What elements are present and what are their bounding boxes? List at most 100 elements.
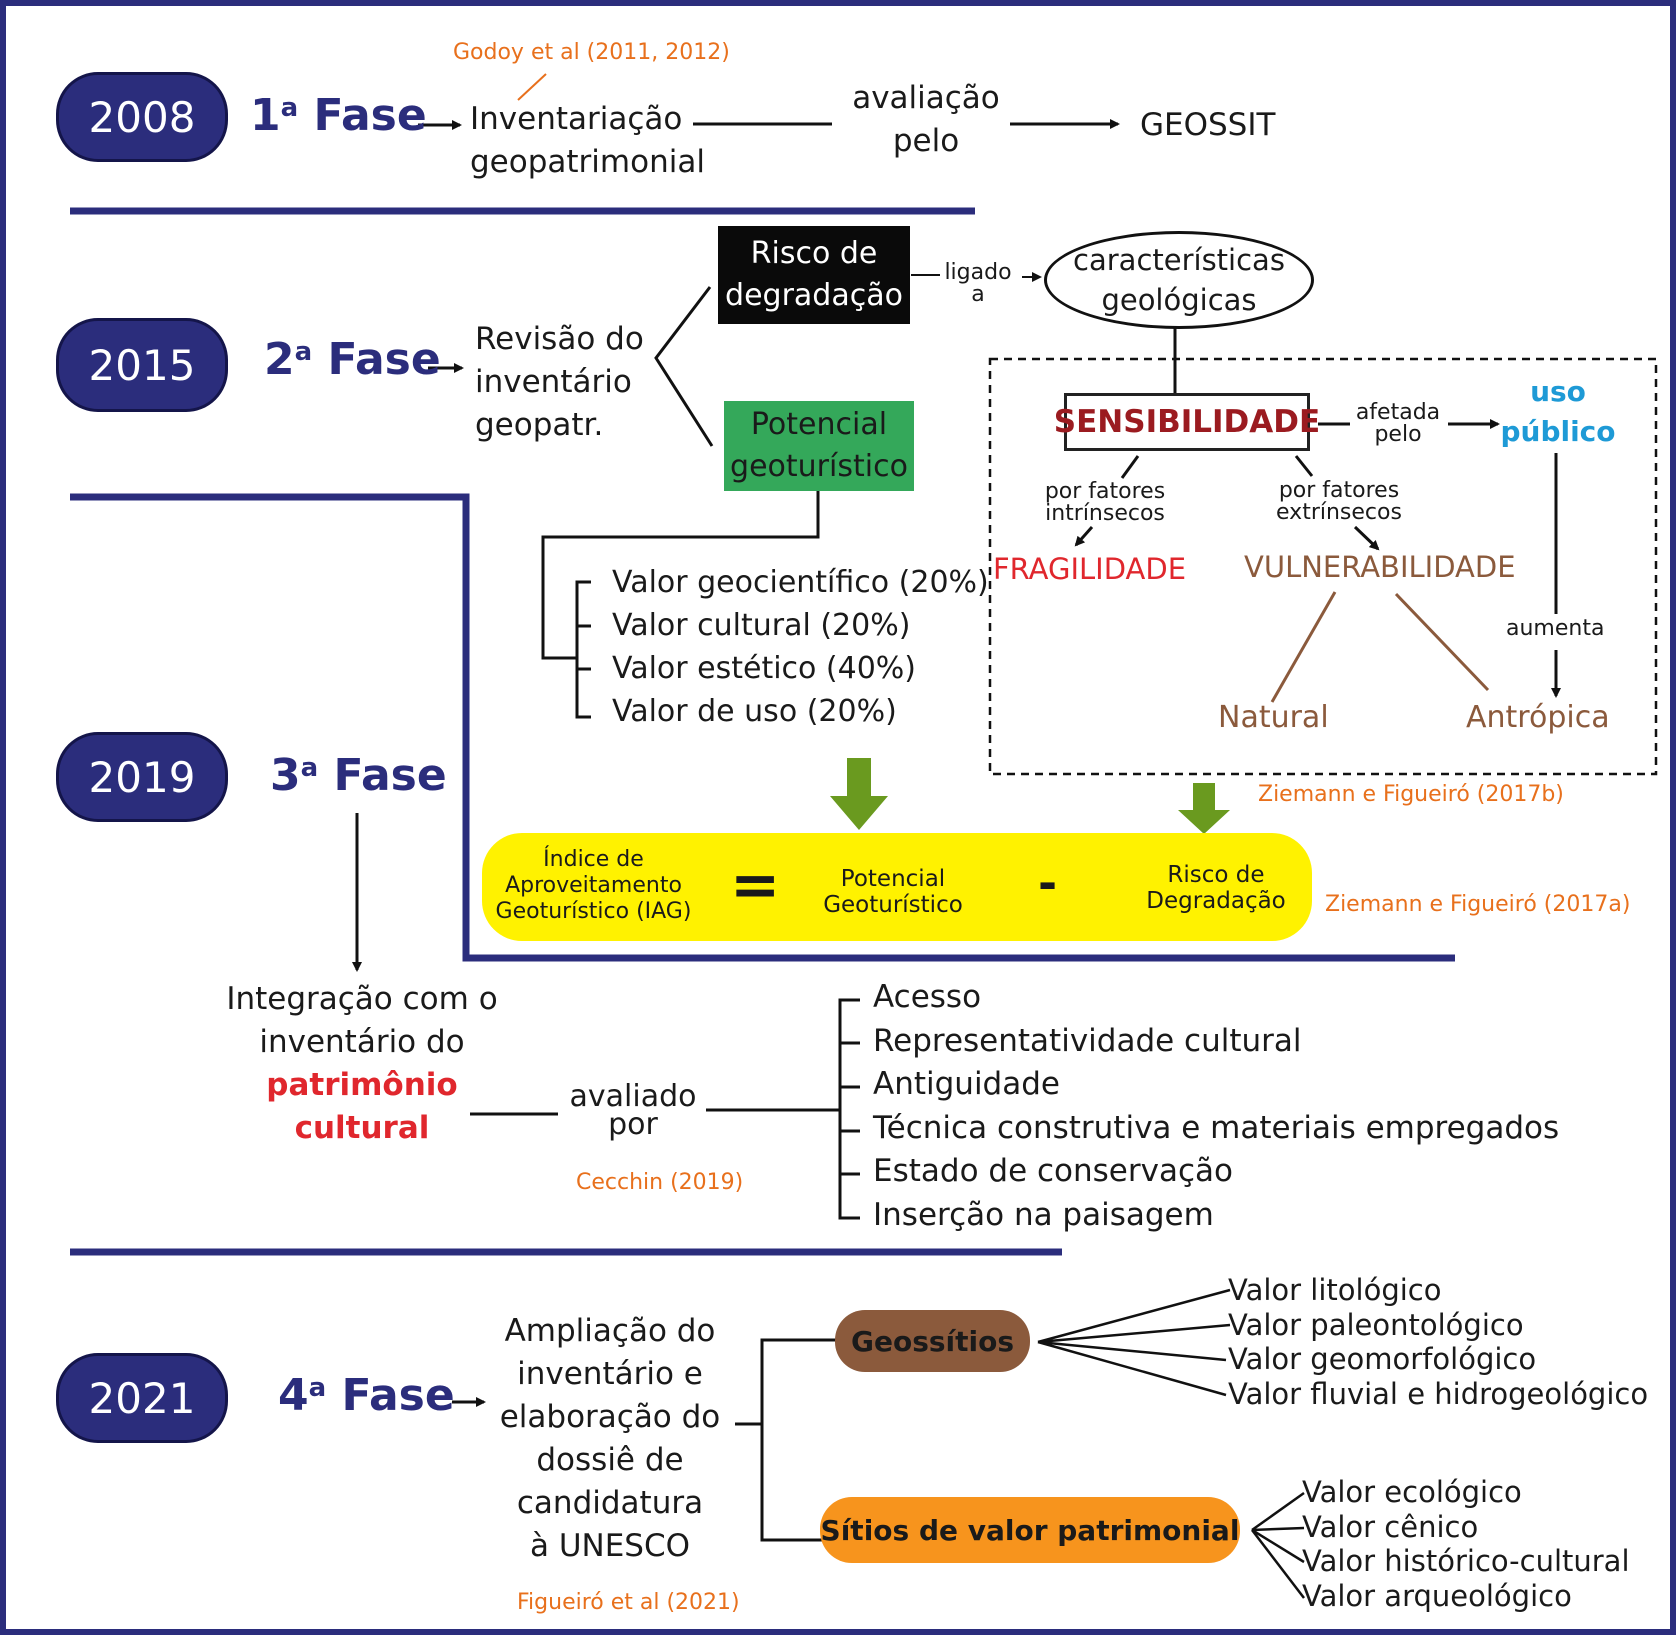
extrinsecos-label: por fatores extrínsecos bbox=[1274, 480, 1404, 524]
phase2-title: 2a Fase bbox=[264, 334, 441, 385]
vulnerabilidade-label: VULNERABILIDADE bbox=[1244, 550, 1516, 584]
inventariacao-line2: geopatrimonial bbox=[470, 144, 705, 180]
uso-line1: uso bbox=[1530, 375, 1586, 408]
ampliacao-line4: dossiê de bbox=[536, 1442, 684, 1478]
risco-line2: degradação bbox=[725, 278, 903, 313]
separator-2 bbox=[70, 493, 1455, 962]
revisao-line2: inventário bbox=[475, 364, 632, 400]
ampliacao-line6: à UNESCO bbox=[529, 1528, 691, 1564]
year-badge-2019: 2019 bbox=[56, 732, 228, 822]
arrow-extrinsecos-vulnerabilidade bbox=[1353, 525, 1380, 551]
geossitios-pill: Geossítios bbox=[835, 1310, 1030, 1372]
revisao-line1: Revisão do bbox=[475, 321, 644, 357]
iag-formula-box bbox=[482, 833, 1312, 941]
arrow-intrinsecos-fragilidade bbox=[1074, 526, 1094, 547]
phase1-word: Fase bbox=[313, 90, 427, 141]
dashed-sensitivity-region bbox=[988, 357, 1658, 776]
phase4-word: Fase bbox=[341, 1370, 455, 1421]
potencial-line2: geoturístico bbox=[730, 449, 908, 484]
line-sens-extrinsecos bbox=[1294, 455, 1314, 477]
phase3-title: 3a Fase bbox=[270, 750, 447, 801]
green-arrow-risco bbox=[1178, 783, 1230, 834]
phase3-word: Fase bbox=[333, 750, 447, 801]
criterion-tecnica: Técnica construtiva e materiais empregad… bbox=[873, 1109, 1560, 1146]
iag-risk-label: Risco de Degradação bbox=[1140, 862, 1292, 914]
afetada-line1: afetada bbox=[1355, 400, 1441, 425]
bracket-criteria bbox=[838, 998, 860, 1220]
intrinsecos-line2: intrínsecos bbox=[1045, 501, 1165, 526]
sitios-patrimonial-pill: Sítios de valor patrimonial bbox=[820, 1497, 1240, 1563]
sensibilidade-box: SENSIBILIDADE bbox=[1054, 393, 1320, 451]
afetada-line2: pelo bbox=[1374, 422, 1422, 447]
avaliacao-line1: avaliação bbox=[852, 80, 1000, 116]
integracao-line1: Integração com o bbox=[226, 981, 498, 1017]
iag-index-line1: Índice de bbox=[543, 847, 644, 872]
criterion-acesso: Acesso bbox=[873, 979, 982, 1015]
value-estetico: Valor estético (40%) bbox=[612, 651, 917, 686]
intrinsecos-line1: por fatores bbox=[1044, 479, 1166, 504]
year-badge-2015: 2015 bbox=[56, 318, 228, 412]
integracao-text: Integração com o inventário do patrimôni… bbox=[212, 978, 512, 1150]
phase1-title: 1a Fase bbox=[250, 90, 427, 141]
phase1-number: 1 bbox=[250, 90, 281, 141]
phase3-number: 3 bbox=[270, 750, 301, 801]
geosite-value-fluvial: Valor fluvial e hidrogeológico bbox=[1228, 1376, 1649, 1411]
phase3-ordinal: a bbox=[300, 753, 319, 783]
phase4-ordinal: a bbox=[308, 1373, 327, 1403]
ref-ziemann-2017b: Ziemann e Figueiró (2017b) bbox=[1258, 782, 1564, 807]
heritage-values-list: Valor ecológico Valor cênico Valor histó… bbox=[1302, 1475, 1630, 1613]
avaliacao-line2: pelo bbox=[892, 123, 960, 159]
criterion-antiguidade: Antiguidade bbox=[873, 1066, 1060, 1103]
branch-revisao bbox=[654, 286, 714, 447]
phase2-number: 2 bbox=[264, 334, 295, 385]
geosite-value-litologico: Valor litológico bbox=[1228, 1273, 1442, 1307]
extrinsecos-line1: por fatores bbox=[1278, 478, 1400, 503]
bracket-potencial bbox=[541, 490, 820, 660]
caracteristicas-line1: características bbox=[1073, 243, 1285, 277]
phase2-word: Fase bbox=[327, 334, 441, 385]
ligado-line2: a bbox=[971, 282, 985, 307]
potencial-geoturistico-box: Potencial geoturístico bbox=[724, 401, 914, 491]
year-2019: 2019 bbox=[88, 752, 196, 802]
extrinsecos-line2: extrínsecos bbox=[1276, 500, 1402, 525]
avaliado-line1: avaliado bbox=[569, 1079, 697, 1114]
ref-ziemann-2017a: Ziemann e Figueiró (2017a) bbox=[1325, 892, 1631, 917]
caracteristicas-geologicas-ellipse: características geológicas bbox=[1044, 231, 1314, 329]
heritage-value-arqueologico: Valor arqueológico bbox=[1302, 1578, 1572, 1613]
value-uso: Valor de uso (20%) bbox=[612, 694, 897, 729]
ref-godoy: Godoy et al (2011, 2012) bbox=[453, 40, 730, 65]
inventariacao-line1: Inventariação bbox=[470, 101, 683, 137]
uso-line2: público bbox=[1500, 415, 1616, 448]
iag-potential-line2: Geoturístico bbox=[823, 892, 963, 918]
ligado-line1: ligado bbox=[944, 260, 1012, 285]
phase1-ordinal: a bbox=[280, 93, 299, 123]
heritage-value-ecologico: Valor ecológico bbox=[1302, 1475, 1522, 1509]
aumenta-label: aumenta bbox=[1506, 616, 1605, 641]
green-arrow-potencial bbox=[830, 758, 888, 830]
avaliacao-pelo: avaliação pelo bbox=[846, 77, 1006, 163]
heritage-value-cenico: Valor cênico bbox=[1302, 1509, 1479, 1544]
geosite-value-paleontologico: Valor paleontológico bbox=[1228, 1307, 1524, 1342]
ampliacao-line1: Ampliação do bbox=[504, 1313, 716, 1349]
sitios-label: Sítios de valor patrimonial bbox=[820, 1513, 1240, 1547]
year-2015: 2015 bbox=[88, 340, 196, 390]
ampliacao-text: Ampliação do inventário e elaboração do … bbox=[490, 1310, 730, 1568]
line-sens-intrinsecos bbox=[1120, 455, 1140, 479]
year-2008: 2008 bbox=[88, 92, 196, 142]
caracteristicas-line2: geológicas bbox=[1101, 283, 1257, 317]
potencial-values-list: Valor geocientífico (20%) Valor cultural… bbox=[612, 561, 989, 733]
iag-potential-line1: Potencial bbox=[840, 866, 946, 892]
ampliacao-line5: candidatura bbox=[516, 1485, 704, 1521]
geossit-label: GEOSSIT bbox=[1140, 107, 1276, 143]
iag-minus: - bbox=[1038, 856, 1058, 910]
ref-cecchin: Cecchin (2019) bbox=[576, 1170, 744, 1195]
revisao-inventario: Revisão do inventário geopatr. bbox=[475, 318, 644, 447]
fragilidade-label: FRAGILIDADE bbox=[993, 552, 1187, 586]
geossitios-label: Geossítios bbox=[850, 1324, 1015, 1358]
iag-index-line3: Geoturístico (IAG) bbox=[495, 899, 692, 924]
criterion-representatividade: Representatividade cultural bbox=[873, 1022, 1302, 1059]
risco-degradacao-box: Risco de degradação bbox=[718, 226, 910, 324]
year-2021: 2021 bbox=[88, 1373, 196, 1423]
